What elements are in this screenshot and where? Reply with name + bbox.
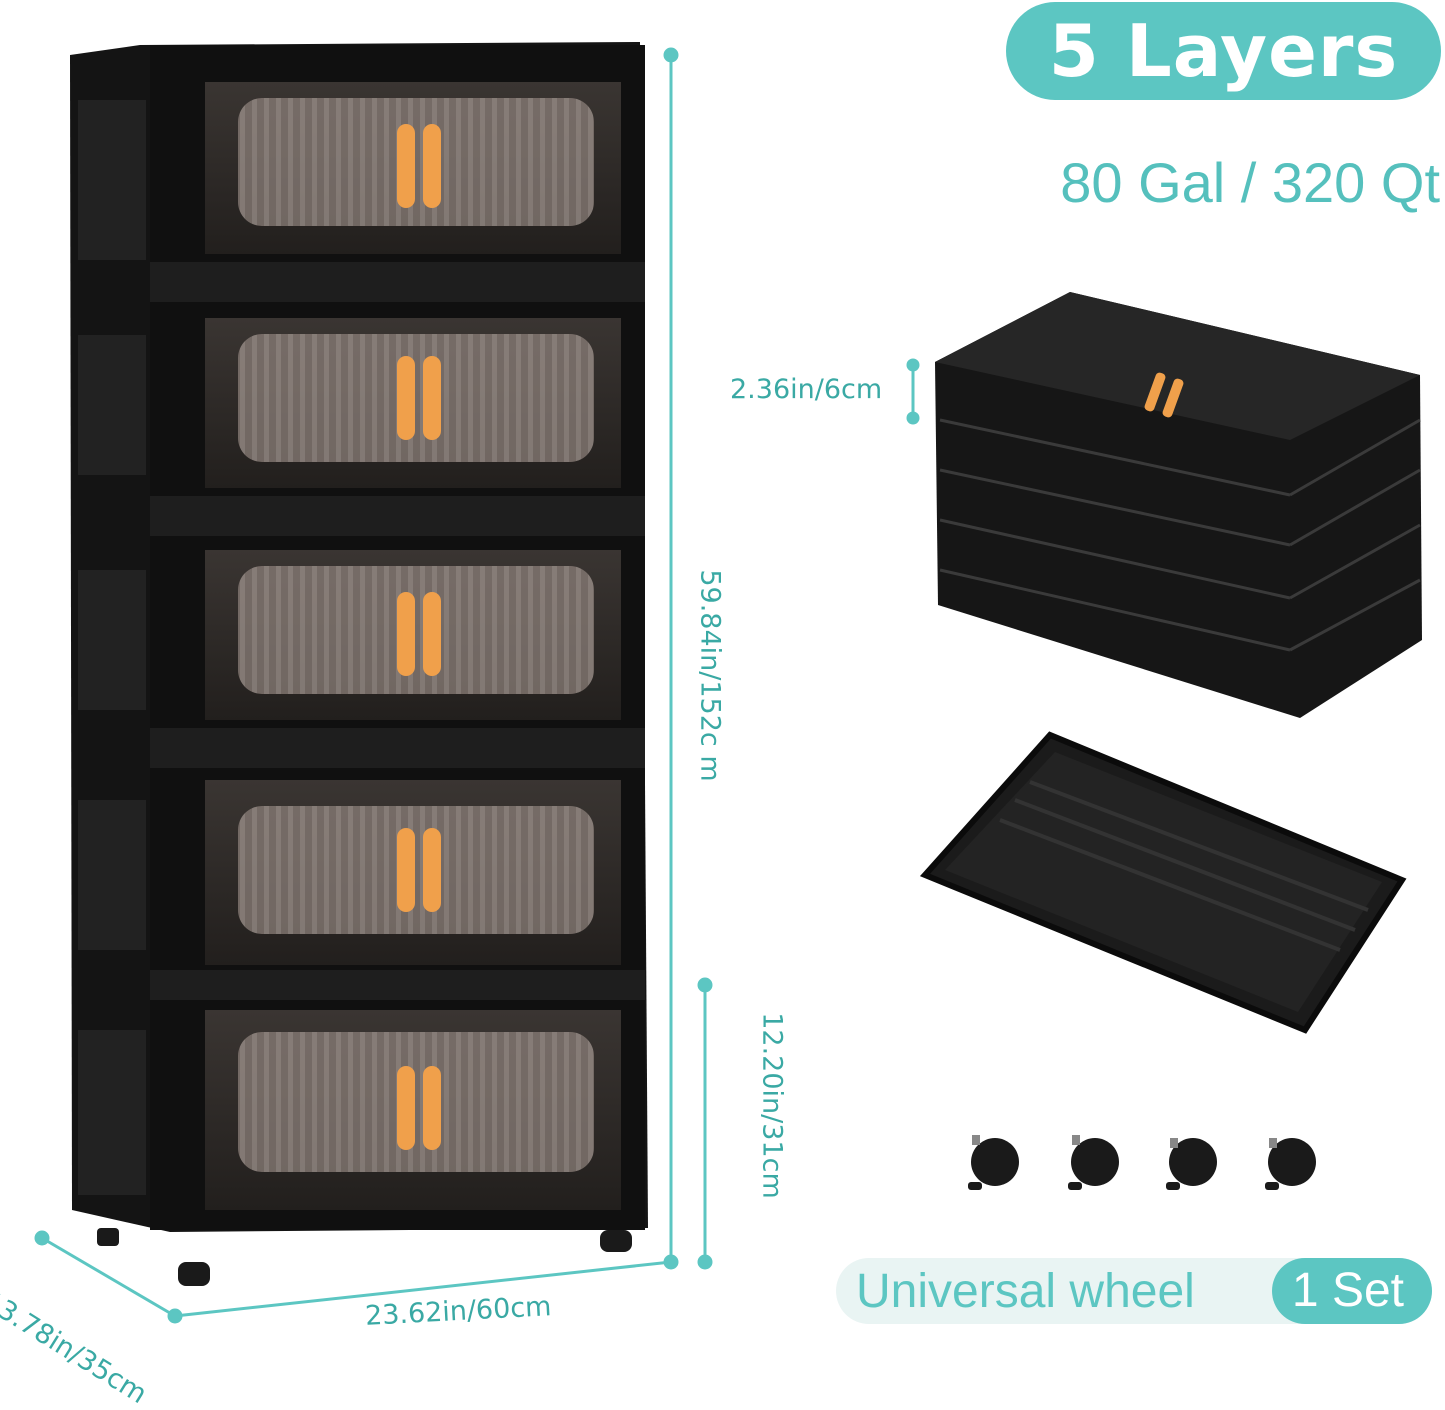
wheel-label: Universal wheel: [856, 1264, 1195, 1318]
drawer-5: [205, 1010, 621, 1210]
box-height-label: 12.20in/31cm: [756, 1012, 788, 1199]
drawer-4: [205, 780, 621, 965]
drawer-2: [205, 318, 621, 488]
wheel-icon: [1068, 1135, 1119, 1190]
wheel-set-badge: Universal wheel 1 Set: [836, 1258, 1432, 1324]
layers-title-badge: 5 Layers: [1006, 2, 1441, 100]
dimension-lines: [34, 47, 920, 1324]
wheel-icon: [968, 1135, 1019, 1190]
height-label: 59.84in/152c m: [694, 569, 726, 782]
storage-cabinet: [70, 42, 648, 1286]
drawer-3: [205, 550, 621, 720]
layers-title: 5 Layers: [1048, 9, 1399, 93]
folded-box-stack: [935, 292, 1422, 718]
product-illustration: [34, 42, 1422, 1324]
base-tray: [919, 731, 1407, 1034]
folded-thickness-label: 2.36in/6cm: [730, 374, 883, 405]
wheel-icon: [1265, 1138, 1316, 1190]
drawer-1: [205, 82, 621, 254]
capacity-label: 80 Gal / 320 Qt: [1060, 151, 1440, 214]
wheel-count: 1 Set: [1271, 1258, 1432, 1324]
wheel-icon: [1166, 1138, 1217, 1190]
caster-wheels: [968, 1135, 1316, 1190]
